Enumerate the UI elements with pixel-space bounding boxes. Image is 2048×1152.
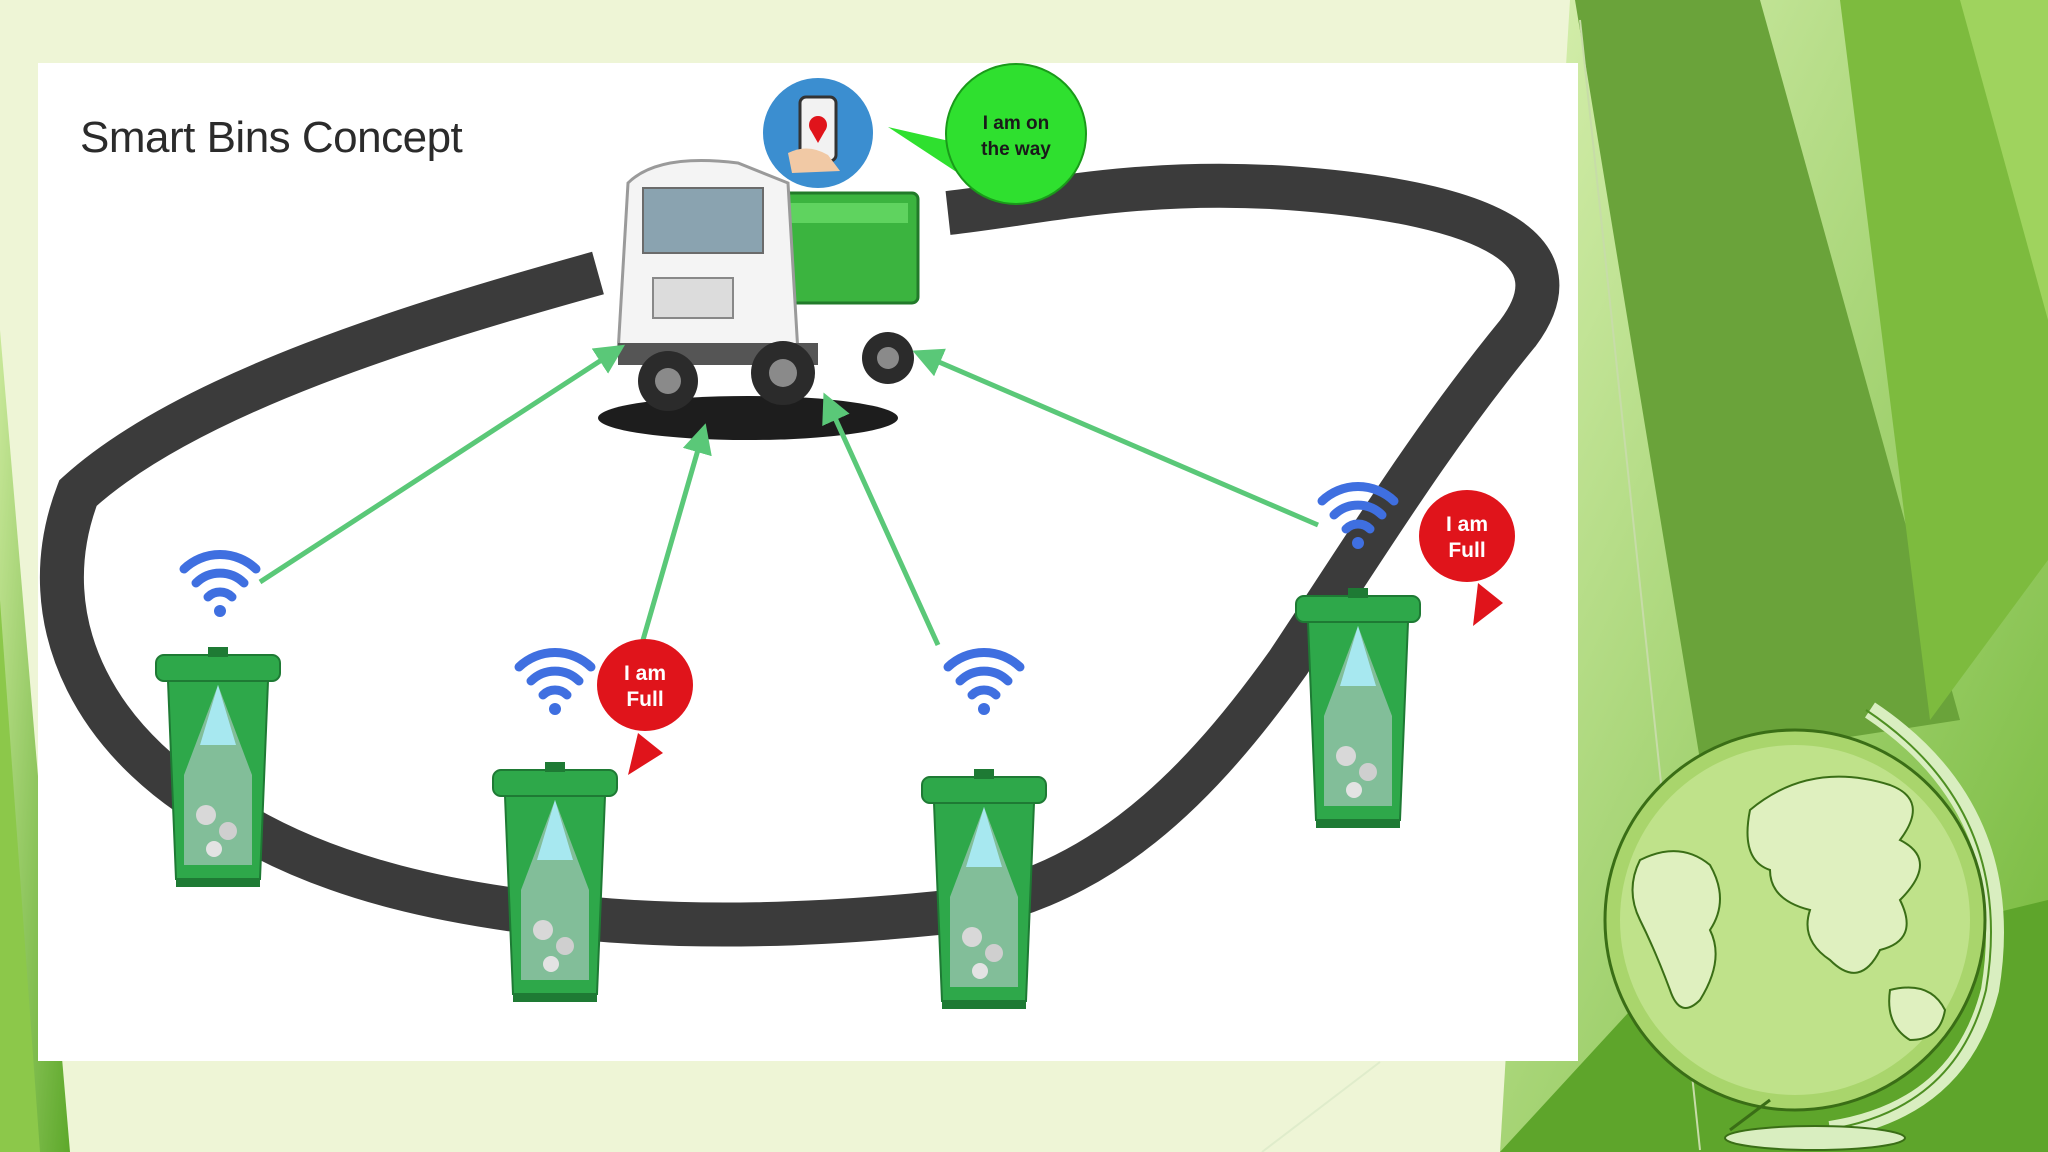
smartphone-location-icon: [763, 78, 873, 188]
right-green-band-2: [1575, 0, 1960, 760]
smart-bin-4: [1295, 588, 1421, 828]
signal-arrow-bin-4: [912, 348, 1319, 528]
smart-bin-1: [155, 647, 281, 887]
smart-bins-diagram: I am on the way: [39, 63, 1560, 1009]
right-green-band-4: [1960, 0, 2048, 320]
wifi-icon: [1317, 482, 1399, 549]
bin-2-status-line1: I am: [624, 662, 666, 685]
bin-4-status-line2: Full: [1448, 539, 1485, 562]
bin-2-status-line2: Full: [626, 688, 663, 711]
truck-message-line1: I am on: [983, 113, 1050, 134]
page-title: Smart Bins Concept: [80, 113, 463, 162]
left-green-wedge-light: [0, 600, 40, 1152]
signal-arrow-bin-3: [822, 392, 941, 647]
garbage-truck: [598, 159, 920, 440]
thin-divider-line-2: [1261, 1061, 1381, 1152]
truck-status-bubble: I am on the way: [888, 63, 1087, 205]
signal-arrow-bin-2: [640, 423, 712, 641]
wifi-icon: [179, 550, 261, 617]
smart-bin-2: [492, 762, 618, 1002]
right-green-band-3: [1840, 0, 2048, 720]
wifi-icon: [943, 648, 1025, 715]
wifi-icon: [514, 648, 596, 715]
bin-4-status-line1: I am: [1446, 513, 1488, 536]
globe-icon: [1603, 702, 2004, 1151]
signal-arrow-bin-1: [258, 344, 626, 585]
bin-2-full-bubble: I am Full: [597, 639, 693, 775]
smart-bin-3: [921, 769, 1047, 1009]
truck-message-line2: the way: [981, 139, 1051, 160]
content-panel: Smart Bins Concept: [38, 63, 1578, 1061]
bin-4-full-bubble: I am Full: [1419, 490, 1515, 626]
